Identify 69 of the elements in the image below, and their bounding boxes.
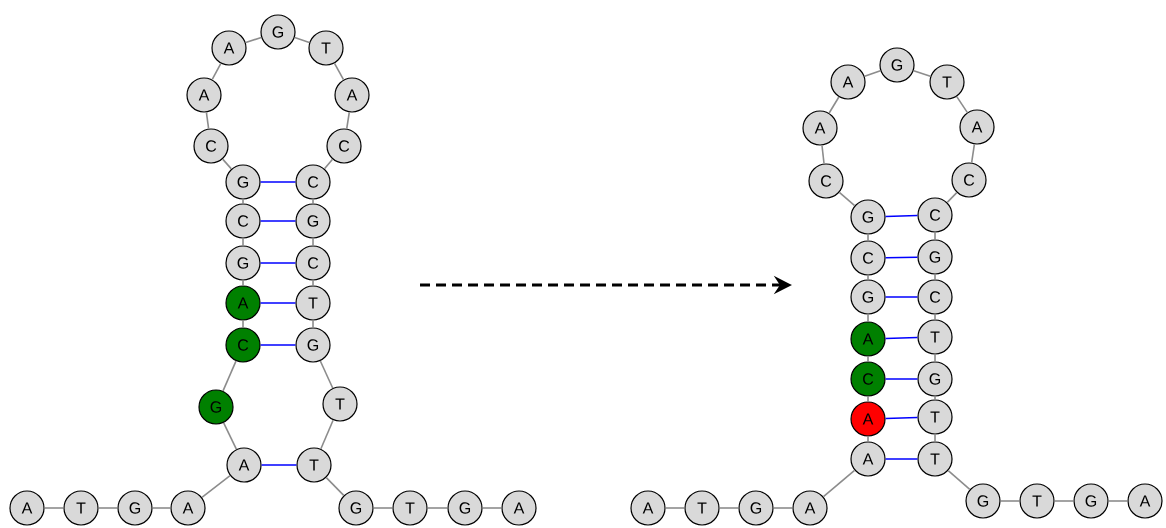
base-pair-line — [884, 378, 919, 380]
backbone-line — [934, 395, 936, 401]
backbone-line — [293, 36, 311, 44]
backbone-line — [934, 353, 936, 363]
backbone-line — [242, 198, 244, 205]
backbone-line — [333, 62, 345, 81]
base-pair-line — [884, 214, 919, 218]
backbone-line — [867, 435, 869, 443]
backbone-line — [863, 69, 882, 78]
backbone-line — [822, 469, 856, 498]
backbone-line — [481, 507, 503, 509]
backbone-line — [372, 507, 394, 509]
backbone-line — [838, 191, 856, 207]
base-pair-line — [259, 181, 297, 183]
backbone-line — [312, 237, 314, 247]
backbone-line — [320, 419, 334, 450]
backbone-line — [242, 237, 244, 247]
backbone-line — [151, 507, 172, 509]
backbone-line — [312, 319, 314, 329]
backbone-line — [867, 355, 869, 363]
backbone-line — [345, 111, 351, 130]
backbone-line — [211, 62, 222, 81]
backbone-line — [821, 144, 825, 165]
backbone-line — [947, 469, 971, 491]
base-pair-line — [259, 262, 297, 264]
backbone-line — [221, 158, 233, 170]
backbone-line — [867, 395, 869, 403]
base-pair-line — [259, 220, 297, 222]
backbone-line — [319, 360, 334, 389]
base-pair-line — [259, 344, 297, 346]
backbone-line — [312, 279, 314, 287]
base-pair-line — [884, 296, 919, 298]
backbone-line — [242, 279, 244, 287]
base-pair-line — [884, 256, 919, 259]
backbone-line — [43, 507, 65, 509]
backbone-line — [205, 111, 210, 130]
backbone-line — [912, 69, 932, 78]
backbone-line — [867, 274, 869, 281]
backbone-line — [1107, 500, 1129, 502]
backbone-line — [934, 231, 936, 241]
backbone-line — [325, 476, 345, 497]
backbone-line — [426, 507, 449, 509]
backbone-line — [97, 507, 119, 509]
backbone-line — [867, 313, 869, 323]
base-pair-line — [884, 336, 919, 340]
backbone-line — [999, 500, 1021, 502]
backbone-line — [934, 433, 936, 443]
backbone-line — [970, 143, 976, 164]
backbone-line — [244, 36, 263, 44]
backbone-line — [828, 96, 840, 114]
base-pair-line — [884, 416, 919, 420]
backbone-line — [222, 422, 238, 450]
backbone-line — [955, 95, 969, 114]
backbone-line — [242, 319, 244, 329]
backbone-line — [772, 507, 794, 509]
backbone-line — [664, 507, 686, 509]
backbone-line — [867, 233, 869, 242]
backbone-line — [934, 273, 936, 281]
base-pair-line — [884, 458, 919, 460]
backbone-line — [323, 158, 334, 170]
backbone-line — [201, 474, 231, 499]
backbone-line — [222, 360, 237, 392]
base-pair-line — [259, 302, 297, 304]
backbone-line — [718, 507, 740, 509]
backbone-line — [312, 198, 314, 205]
backbone-line — [1053, 500, 1075, 502]
backbone-line — [946, 191, 958, 204]
base-pair-line — [260, 464, 298, 466]
backbone-line — [934, 313, 936, 321]
